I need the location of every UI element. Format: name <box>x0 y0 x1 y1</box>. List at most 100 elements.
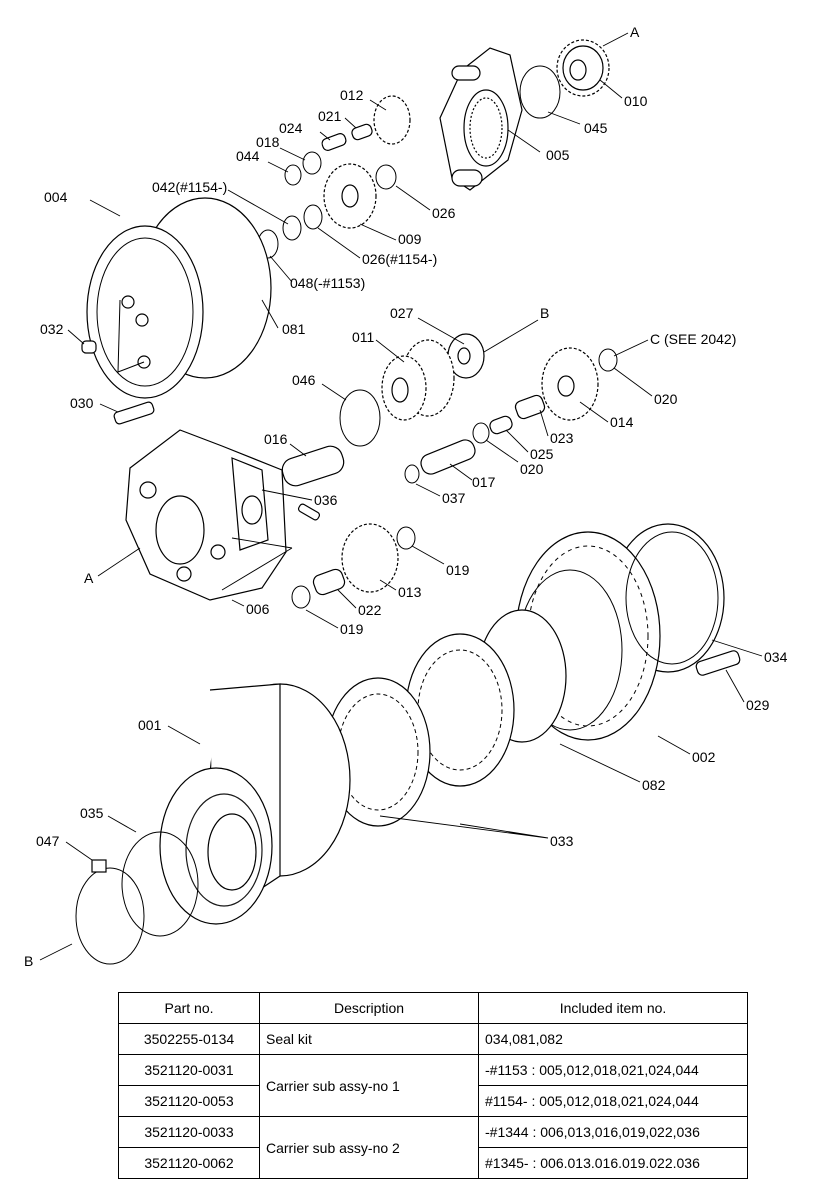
label-013: 013 <box>398 584 422 600</box>
label-009: 009 <box>398 231 422 247</box>
carrier-005-drawing <box>439 47 523 191</box>
plug-032-drawing <box>81 340 97 354</box>
cell-items: -#1153 : 005,012,018,021,024,044 <box>478 1054 748 1086</box>
part-labels: A 010 045 005 012 021 024 018 044 026 00… <box>24 24 788 969</box>
ring-037-drawing <box>404 464 420 484</box>
snapring-047-tab <box>91 859 107 873</box>
cell-items: -#1344 : 006,013,016,019,022,036 <box>478 1116 748 1148</box>
carrier-006-drawing <box>125 429 287 601</box>
leader-lines <box>39 32 763 961</box>
seal-034-drawing <box>625 531 719 665</box>
label-012: 012 <box>340 87 364 103</box>
hub-001-drawing <box>159 683 351 925</box>
label-010: 010 <box>624 93 648 109</box>
label-011: 011 <box>352 329 375 345</box>
ring-045-drawing <box>519 65 561 119</box>
table-row: 3521120-0033 Carrier sub assy-no 2 -#134… <box>118 1116 748 1179</box>
cell-part: 3521120-0053 <box>118 1085 260 1117</box>
washer-026-drawing <box>375 164 397 190</box>
label-026: 026 <box>432 205 456 221</box>
label-017: 017 <box>472 474 496 490</box>
spacer-025-drawing <box>489 415 513 435</box>
label-045: 045 <box>584 120 608 136</box>
header-part-no: Part no. <box>118 992 260 1024</box>
washer-042-drawing <box>282 215 302 241</box>
ring-019a-drawing <box>396 526 416 550</box>
label-016: 016 <box>264 431 288 447</box>
label-025: 025 <box>530 446 554 462</box>
label-b-bottom: B <box>24 953 33 969</box>
bolt-029-drawing <box>695 650 741 676</box>
label-030: 030 <box>70 395 94 411</box>
bearing-022-drawing <box>312 568 346 596</box>
cell-part: 3502255-0134 <box>118 1023 260 1055</box>
ring-035-drawing <box>121 831 199 937</box>
cell-desc: Carrier sub assy-no 2 <box>259 1116 479 1179</box>
exploded-parts-diagram: A 010 045 005 012 021 024 018 044 026 00… <box>24 24 788 969</box>
label-019b: 019 <box>340 621 364 637</box>
header-description: Description <box>259 992 479 1024</box>
ring-020a-drawing <box>598 348 618 372</box>
label-004: 004 <box>44 189 68 205</box>
cell-desc: Seal kit <box>259 1023 479 1055</box>
gear-013-drawing <box>341 523 399 593</box>
label-044: 044 <box>236 148 260 164</box>
label-037: 037 <box>442 490 466 506</box>
bearing-023-drawing <box>514 394 546 420</box>
pin-017-drawing <box>420 439 476 475</box>
washer-018-drawing <box>302 151 322 175</box>
table-row: 3521120-0062 #1345- : 006.013.016.019.02… <box>118 1147 748 1179</box>
cell-part: 3521120-0031 <box>118 1054 260 1086</box>
label-048: 048(-#1153) <box>290 275 365 291</box>
gear-009-drawing <box>323 163 377 229</box>
label-a-mid: A <box>84 570 94 586</box>
label-082: 082 <box>642 777 666 793</box>
label-022: 022 <box>358 602 382 618</box>
label-005: 005 <box>546 147 570 163</box>
label-026-1154: 026(#1154-) <box>362 251 437 267</box>
label-036: 036 <box>314 492 338 508</box>
washer-026b-drawing <box>303 204 323 230</box>
cell-items: #1154- : 005,012,018,021,024,044 <box>478 1085 748 1117</box>
parts-table: Part no. Description Included item no. 3… <box>118 992 748 1179</box>
label-047: 047 <box>36 833 60 849</box>
ring-019b-drawing <box>291 585 311 609</box>
ring-044-drawing <box>284 164 302 186</box>
housing-004-drawing <box>86 197 272 399</box>
label-046: 046 <box>292 372 316 388</box>
label-024: 024 <box>279 120 303 136</box>
label-081: 081 <box>282 321 306 337</box>
cell-desc: Carrier sub assy-no 1 <box>259 1054 479 1117</box>
table-row: 3521120-0031 Carrier sub assy-no 1 -#115… <box>118 1054 748 1117</box>
label-001: 001 <box>138 717 162 733</box>
pin-036-drawing <box>297 503 321 521</box>
gear-011-drawing <box>381 339 455 421</box>
label-023: 023 <box>550 430 574 446</box>
cell-part: 3521120-0062 <box>118 1147 260 1179</box>
label-021: 021 <box>318 108 342 124</box>
label-020b: 020 <box>520 461 544 477</box>
pin-021-drawing <box>351 123 373 141</box>
label-035: 035 <box>80 805 104 821</box>
label-042: 042(#1154-) <box>152 179 227 195</box>
gear-010-drawing <box>556 39 610 97</box>
label-002: 002 <box>692 749 716 765</box>
table-row: 3502255-0134 Seal kit 034,081,082 <box>118 1023 748 1055</box>
label-020a: 020 <box>654 391 678 407</box>
cell-part: 3521120-0033 <box>118 1116 260 1148</box>
bolt-030-drawing <box>113 401 155 425</box>
cell-items: #1345- : 006.013.016.019.022.036 <box>478 1147 748 1179</box>
label-019a: 019 <box>446 562 470 578</box>
label-006: 006 <box>246 601 270 617</box>
washer-027-drawing <box>447 333 485 379</box>
header-included-items: Included item no. <box>478 992 748 1024</box>
label-027: 027 <box>390 305 414 321</box>
label-034: 034 <box>764 649 788 665</box>
label-014: 014 <box>610 414 634 430</box>
cell-items: 034,081,082 <box>478 1023 748 1055</box>
part-drawings <box>75 39 741 965</box>
table-header-row: Part no. Description Included item no. <box>118 992 748 1024</box>
label-033: 033 <box>550 833 574 849</box>
label-032: 032 <box>40 321 64 337</box>
snapring-047-drawing <box>75 867 145 965</box>
